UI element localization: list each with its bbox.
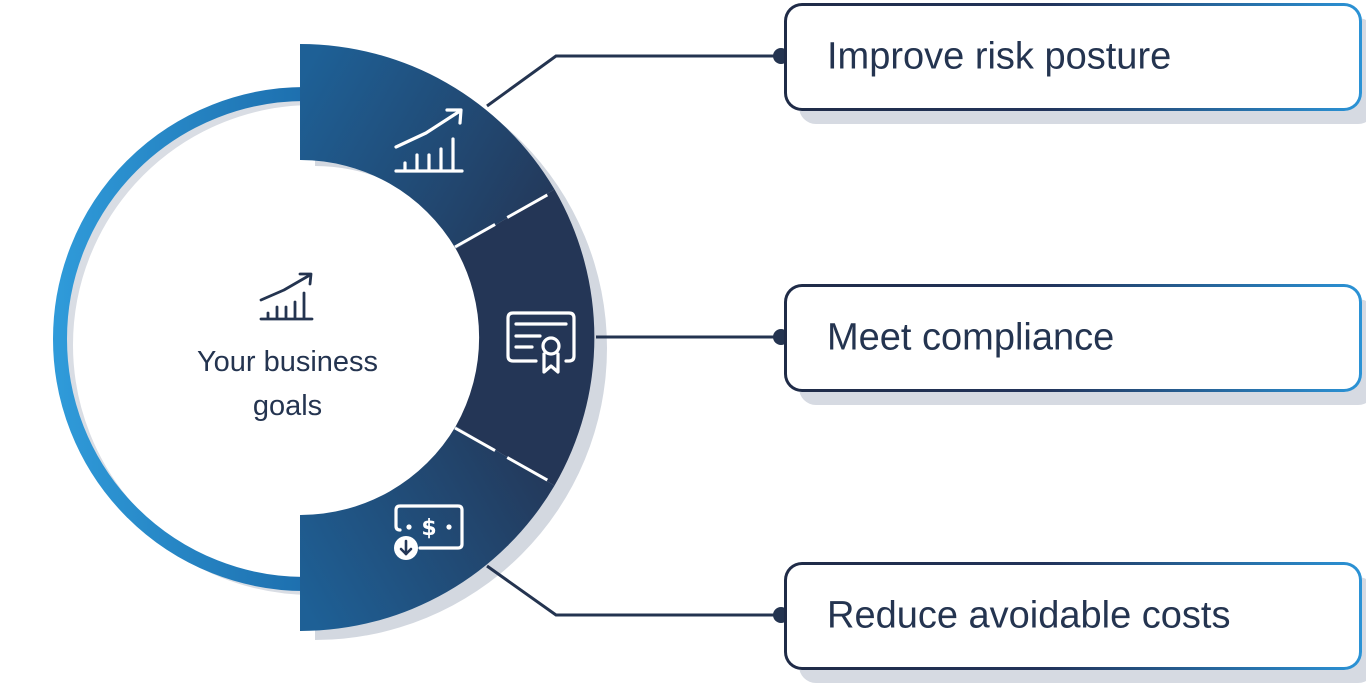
svg-text:$: $ <box>421 516 436 541</box>
center-growth-chart-icon <box>259 272 314 321</box>
center-label-line1: Your business <box>196 346 379 378</box>
center-label: Your business goals <box>150 340 425 428</box>
segment-bottom <box>300 426 555 632</box>
goal-card-reduce-avoidable-costs: Reduce avoidable costs <box>784 562 1362 670</box>
goal-label: Reduce avoidable costs <box>827 594 1231 637</box>
separator-bottom <box>454 426 557 487</box>
connector-dot-bottom <box>773 607 789 623</box>
goal-card-improve-risk-posture: Improve risk posture <box>784 3 1362 111</box>
goal-label: Improve risk posture <box>827 35 1172 78</box>
certificate-icon <box>506 311 576 374</box>
goal-card-meet-compliance: Meet compliance <box>784 284 1362 392</box>
dollar-bill-down-icon: $ <box>394 504 464 560</box>
connector-dot-middle <box>773 329 789 345</box>
connector-bottom <box>486 564 783 617</box>
goal-label: Meet compliance <box>827 316 1115 359</box>
connector-dot-top <box>773 48 789 64</box>
separator-top <box>454 188 557 249</box>
segment-top <box>300 43 555 249</box>
outer-ring-arc <box>53 87 306 591</box>
connector-top <box>486 54 783 108</box>
growth-chart-icon <box>394 108 464 173</box>
center-label-line2: goals <box>252 390 323 422</box>
